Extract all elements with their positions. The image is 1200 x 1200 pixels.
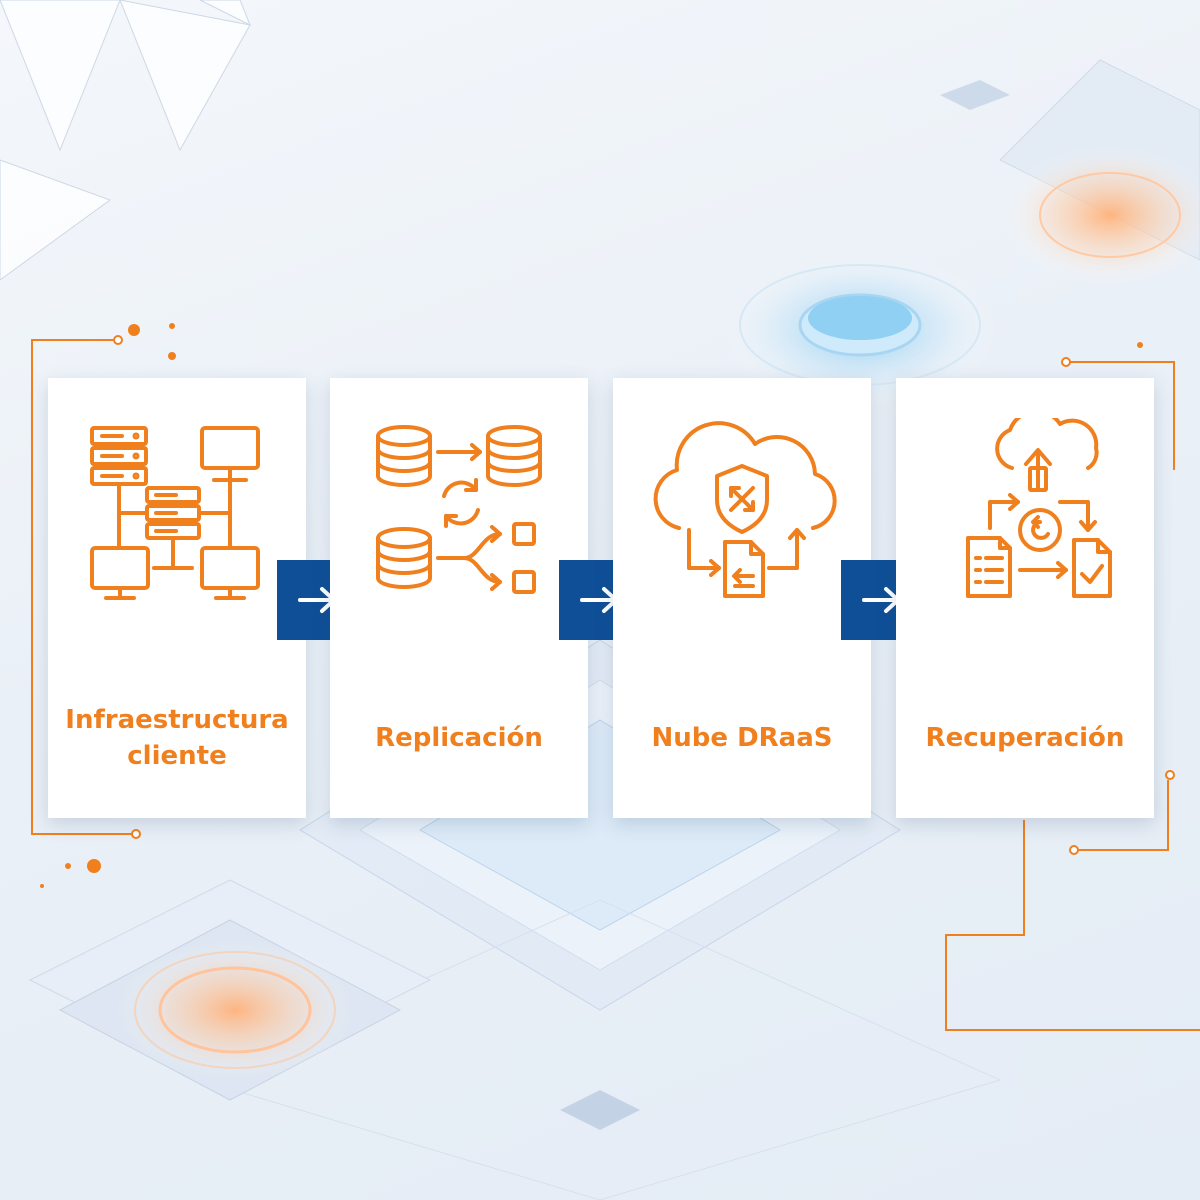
step-card-replicacion: Replicación	[330, 378, 588, 818]
circuit-lines	[31, 335, 1200, 1031]
platform-diamond	[198, 639, 1002, 1200]
top-light-disc	[720, 250, 1000, 410]
step-card-infraestructura: Infraestructura cliente	[48, 378, 306, 818]
top-right-glow	[940, 59, 1200, 285]
step-label: Nube DRaaS	[651, 723, 833, 753]
bottom-left-glow	[28, 879, 432, 1101]
step-card-recuperacion: Recuperación	[896, 378, 1154, 818]
recovery-cycle-icon	[966, 418, 1112, 598]
circuit-dots	[40, 323, 1143, 888]
step-label: Replicación	[375, 723, 543, 753]
cloud-shield-icon	[653, 421, 837, 598]
step-label: Recuperación	[925, 723, 1125, 753]
step-card-nube-draas: Nube DRaaS	[613, 378, 871, 818]
database-replication-icon	[376, 425, 542, 594]
corner-polygons	[0, 0, 251, 281]
server-network-icon	[90, 426, 260, 600]
step-label: Infraestructura cliente	[65, 705, 289, 771]
